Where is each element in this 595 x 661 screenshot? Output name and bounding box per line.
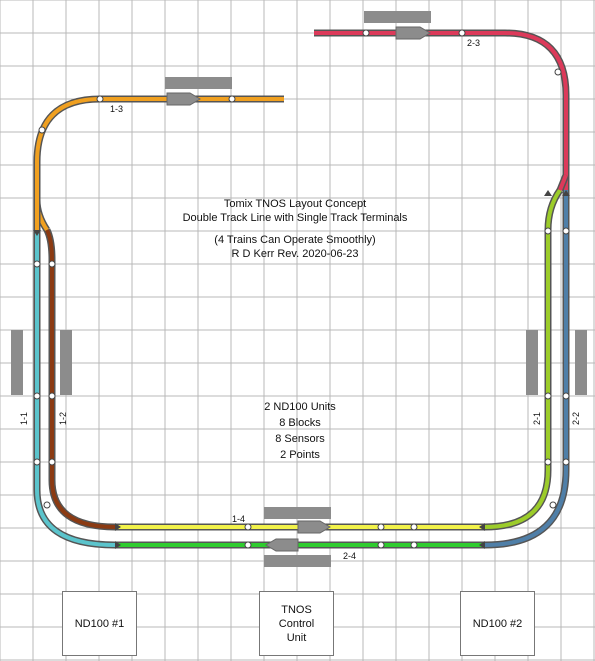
platform-bottom-upper	[264, 507, 331, 519]
track-joint-marker	[562, 392, 570, 400]
track-block-1-2-fill	[45, 229, 116, 529]
track-joint-marker	[562, 227, 570, 235]
sensor-markers	[33, 29, 570, 549]
track-joint-marker	[554, 68, 562, 76]
track-joint-marker	[549, 501, 557, 509]
train-block-2-3[interactable]	[395, 26, 431, 40]
train-block-1-3[interactable]	[166, 92, 201, 106]
nd100-unit-1-label: ND100 #1	[74, 617, 125, 630]
track-block-2-2[interactable]	[484, 190, 570, 549]
track-block-2-3-branch-fill	[558, 174, 568, 191]
track-joint-marker	[410, 541, 418, 549]
track-joint-marker	[33, 458, 41, 466]
track-joint-marker	[377, 541, 385, 549]
track-joint-marker	[544, 227, 552, 235]
diagram-revision: R D Kerr Rev. 2020-06-23	[231, 248, 359, 260]
stat-units: 2 ND100 Units	[264, 401, 336, 413]
block-boundary-marker	[479, 523, 485, 531]
block-label-2-3: 2-3	[467, 38, 480, 48]
track-block-2-2-fill	[484, 190, 568, 547]
title-block: Tomix TNOS Layout Concept Double Track L…	[150, 197, 440, 261]
platform-left-outer	[11, 330, 23, 395]
track-joint-marker	[228, 95, 236, 103]
tnos-label-line1: TNOS	[281, 603, 312, 616]
track-joint-marker	[38, 126, 46, 134]
track-joint-marker	[410, 523, 418, 531]
track-joint-marker	[544, 458, 552, 466]
nd100-unit-2-box[interactable]: ND100 #2	[460, 591, 535, 656]
nd100-unit-1-box[interactable]: ND100 #1	[62, 591, 137, 656]
block-label-2-4: 2-4	[343, 551, 356, 561]
platform-bottom-lower	[264, 555, 331, 567]
train-block-1-4[interactable]	[297, 520, 331, 534]
block-boundary-marker	[562, 190, 570, 196]
block-boundary-marker	[115, 523, 121, 531]
track-joint-marker	[362, 29, 370, 37]
track-joint-marker	[48, 392, 56, 400]
diagram-note: (4 Trains Can Operate Smoothly)	[214, 234, 376, 246]
platform-2-3	[364, 11, 431, 23]
nd100-unit-2-label: ND100 #2	[472, 617, 523, 630]
block-boundary-marker	[115, 541, 121, 549]
platform-right-outer	[575, 330, 587, 395]
track-joint-marker	[96, 95, 104, 103]
stat-sensors: 8 Sensors	[275, 433, 325, 445]
stats-block: 2 ND100 Units 8 Blocks 8 Sensors 2 Point…	[210, 399, 390, 463]
block-label-1-2: 1-2	[58, 412, 68, 425]
track-joint-marker	[244, 541, 252, 549]
track-joint-marker	[33, 392, 41, 400]
block-boundary-marker	[33, 230, 41, 236]
tnos-control-unit-box[interactable]: TNOS Control Unit	[259, 591, 334, 656]
block-label-1-3: 1-3	[110, 104, 123, 114]
track-joint-marker	[244, 523, 252, 531]
track-joint-marker	[544, 392, 552, 400]
tnos-label-line3: Unit	[286, 631, 307, 644]
block-label-2-2: 2-2	[571, 412, 581, 425]
track-block-1-2[interactable]	[43, 228, 116, 531]
block-boundary-marker	[544, 190, 552, 196]
track-block-1-3-fill	[35, 97, 284, 232]
diagram-subtitle: Double Track Line with Single Track Term…	[182, 212, 408, 224]
platform-1-3	[165, 77, 232, 89]
stat-blocks: 8 Blocks	[279, 417, 321, 429]
track-joint-marker	[377, 523, 385, 531]
track-block-2-3-fill	[314, 31, 568, 190]
tnos-label-line2: Control	[278, 617, 315, 630]
track-joint-marker	[562, 458, 570, 466]
track-joint-marker	[458, 29, 466, 37]
track-joint-marker	[43, 501, 51, 509]
track-joint-marker	[48, 458, 56, 466]
track-block-2-1-fill	[484, 188, 562, 529]
block-label-1-1: 1-1	[19, 412, 29, 425]
train-block-2-4[interactable]	[265, 538, 299, 552]
track-joint-marker	[33, 260, 41, 268]
track-block-1-1-fill	[35, 230, 116, 547]
block-boundary-marker	[479, 541, 485, 549]
platform-left-inner	[60, 330, 72, 395]
stat-points: 2 Points	[280, 449, 320, 461]
block-label-2-1: 2-1	[532, 412, 542, 425]
block-label-1-4: 1-4	[232, 514, 245, 524]
diagram-title: Tomix TNOS Layout Concept	[223, 198, 367, 210]
track-joint-marker	[48, 260, 56, 268]
platform-right-inner	[526, 330, 538, 395]
